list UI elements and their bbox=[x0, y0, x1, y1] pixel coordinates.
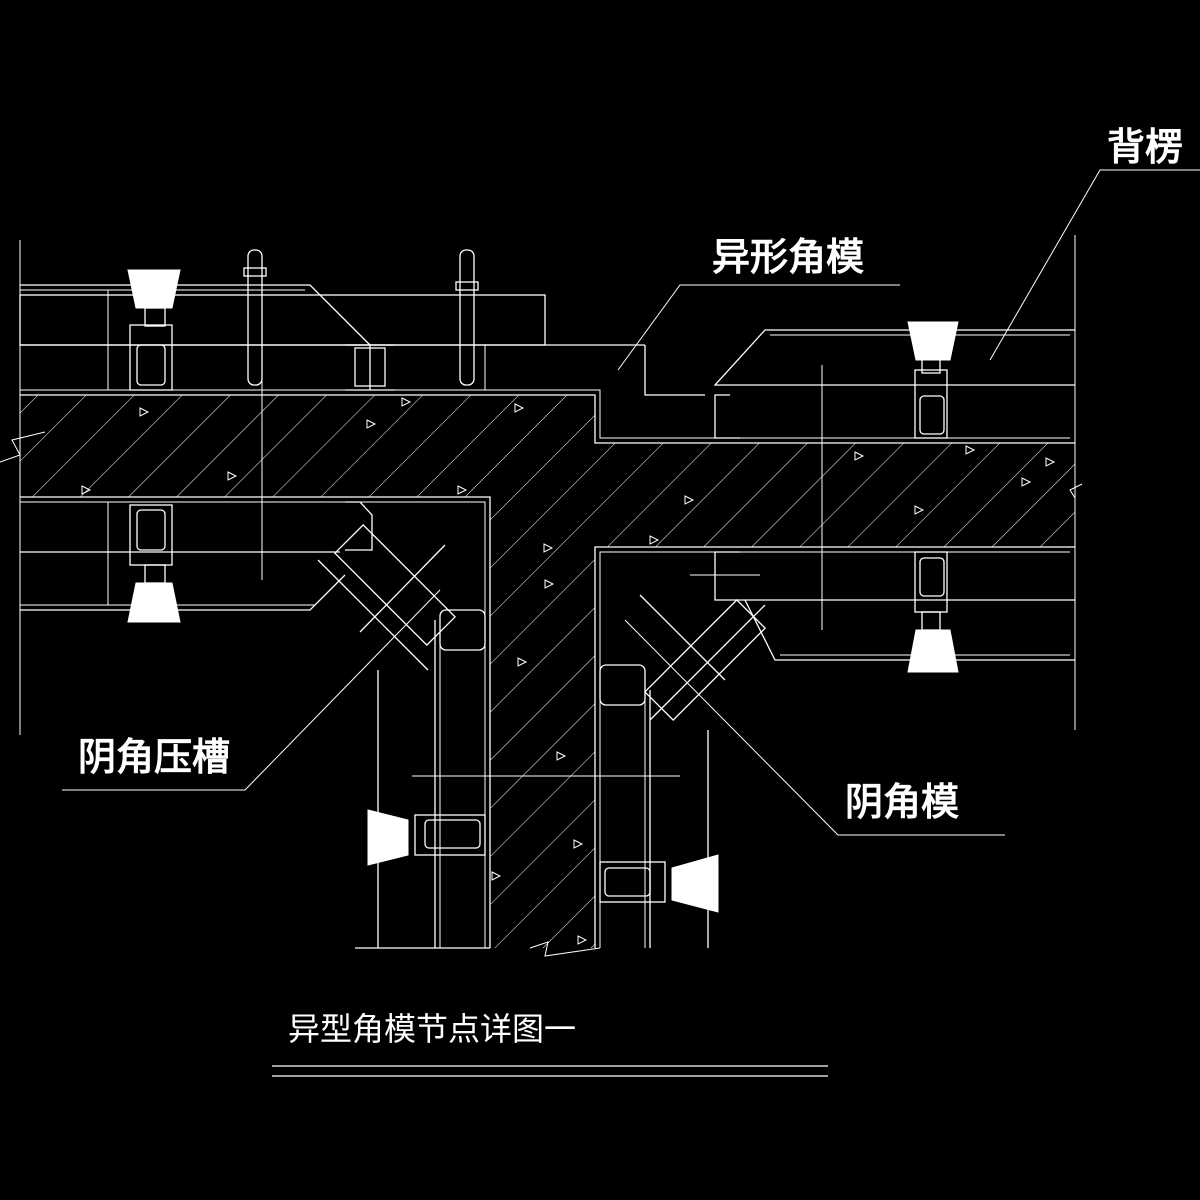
label-inner-corner-form: 阴角模 bbox=[845, 780, 959, 824]
top-left-formwork-panel bbox=[19, 249, 645, 391]
right-vertical-formwork bbox=[599, 664, 719, 948]
aggregate-marks bbox=[81, 397, 1056, 945]
drawing-caption: 异型角模节点详图一 bbox=[288, 1010, 576, 1048]
bottom-left-formwork-panel bbox=[20, 330, 373, 623]
right-top-formwork-panel bbox=[644, 321, 1075, 630]
label-inner-corner-groove: 阴角压槽 bbox=[78, 735, 230, 779]
right-bottom-formwork-panel bbox=[690, 551, 1075, 673]
label-back-rib: 背楞 bbox=[1107, 125, 1183, 169]
leader-lines bbox=[62, 169, 1200, 836]
left-vertical-formwork bbox=[355, 609, 680, 949]
label-special-corner-form: 异形角模 bbox=[712, 235, 864, 279]
inner-corner-clamp-right bbox=[639, 594, 767, 722]
inner-corner-clamp-left bbox=[317, 523, 457, 671]
